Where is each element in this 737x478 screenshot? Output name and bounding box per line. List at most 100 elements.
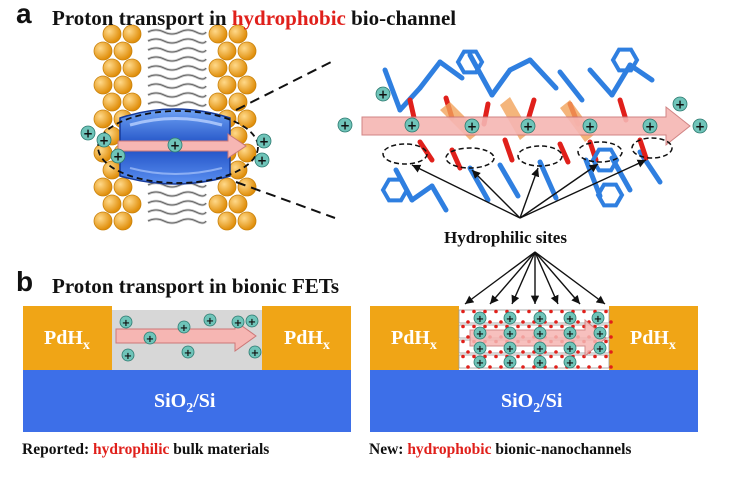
proton: + bbox=[254, 152, 270, 168]
proton: + bbox=[256, 133, 272, 149]
lipid-head bbox=[102, 58, 122, 78]
proton-ball bbox=[404, 117, 420, 133]
proton: + bbox=[520, 118, 536, 134]
hydrophilic-site-dot bbox=[483, 324, 487, 329]
lipid-tail-outline bbox=[147, 191, 207, 197]
panel-a-letter: a bbox=[16, 0, 32, 29]
lipid-tail-outline bbox=[147, 209, 207, 215]
hydrophilic-site-dot bbox=[609, 350, 613, 354]
panel-a-title-suffix: bio-channel bbox=[345, 6, 457, 30]
right-electrode-source bbox=[370, 306, 459, 370]
proton: + bbox=[203, 313, 217, 327]
proton-ball bbox=[503, 355, 517, 369]
proton-symbol: + bbox=[122, 318, 130, 329]
proton-ball bbox=[256, 133, 272, 149]
proton-ball bbox=[119, 315, 133, 329]
proton-ball bbox=[181, 345, 195, 359]
hydrophilic-site-dot bbox=[488, 365, 492, 369]
aromatic-ring bbox=[380, 177, 410, 203]
caption-left: Reported: hydrophilic bulk materials bbox=[22, 441, 269, 459]
residue-stick bbox=[437, 59, 465, 81]
proton-ball bbox=[473, 355, 487, 369]
proton-ball bbox=[110, 148, 126, 164]
lipid-tail-outline bbox=[147, 29, 207, 35]
proton-symbol: + bbox=[506, 344, 514, 355]
left-substrate bbox=[23, 370, 351, 432]
proton-ball bbox=[177, 320, 191, 334]
hydrophilic-site-ellipses bbox=[382, 137, 673, 169]
proton: + bbox=[533, 341, 547, 355]
lipid-head bbox=[208, 58, 228, 78]
proton: + bbox=[533, 311, 547, 325]
residue-stick bbox=[583, 157, 603, 199]
hydrophilic-site-dot bbox=[527, 324, 531, 329]
hydrophilic-site-dot bbox=[554, 365, 558, 369]
hydrophilic-site-dot bbox=[494, 309, 498, 314]
substrate-prefix: SiO bbox=[154, 390, 187, 412]
hydrophilic-site-dot bbox=[488, 350, 492, 354]
nanochannel-site-arrows bbox=[464, 251, 606, 305]
proton-symbol: + bbox=[146, 334, 154, 345]
zoom-region-ellipse bbox=[97, 110, 259, 184]
proton-symbol: + bbox=[234, 318, 242, 329]
hydrophilic-site-dot bbox=[549, 324, 553, 329]
proton-symbol: + bbox=[113, 150, 123, 164]
hydrophilic-site-dot bbox=[521, 320, 525, 324]
substrate-label: SiO2/Si bbox=[154, 390, 216, 417]
proton-symbol: + bbox=[257, 154, 267, 168]
lipid-head bbox=[217, 41, 237, 61]
proton-ball bbox=[375, 86, 391, 102]
proton-ball bbox=[245, 314, 259, 328]
electrode-symbol: PdH bbox=[630, 327, 669, 349]
proton-symbol: + bbox=[585, 120, 595, 134]
lipid-tail-outline bbox=[147, 56, 207, 62]
proton-symbol: + bbox=[594, 314, 602, 325]
electrode-subscript: x bbox=[429, 338, 437, 353]
electrode-label: PdHx bbox=[391, 327, 437, 354]
proton-ball bbox=[533, 326, 547, 340]
electrode-symbol: PdH bbox=[44, 327, 83, 349]
proton: + bbox=[181, 345, 195, 359]
zoom-line-bottom bbox=[235, 181, 336, 219]
proton-ball bbox=[593, 326, 607, 340]
lipid-head bbox=[93, 41, 113, 61]
zoom-line-top bbox=[235, 59, 336, 111]
proton-ball bbox=[143, 331, 157, 345]
aromatic-ring bbox=[610, 47, 640, 73]
aromatic-ring bbox=[455, 49, 485, 75]
electrode-subscript: x bbox=[82, 338, 90, 353]
proton-symbol: + bbox=[566, 358, 574, 369]
hydrophilic-site-dot bbox=[609, 320, 613, 324]
panel-b-title: Proton transport in bionic FETs bbox=[52, 274, 340, 298]
lipid-head bbox=[102, 92, 122, 112]
hydrophilic-site-dot bbox=[521, 350, 525, 354]
hydrophilic-site-dot bbox=[494, 354, 498, 359]
hydrophilic-site-dot bbox=[604, 339, 608, 344]
proton-symbol: + bbox=[476, 314, 484, 325]
proton-ball bbox=[520, 118, 536, 134]
electrode-subscript: x bbox=[322, 338, 330, 353]
proton-symbol: + bbox=[407, 119, 417, 133]
lipid-head bbox=[102, 24, 122, 44]
caption-right-prefix: New: bbox=[369, 441, 408, 458]
residue-stick bbox=[467, 52, 495, 98]
proton-ball bbox=[473, 326, 487, 340]
proton: + bbox=[337, 117, 353, 133]
caption-right-highlight: hydrophobic bbox=[407, 441, 492, 458]
electrode-subscript: x bbox=[668, 338, 676, 353]
proton-symbol: + bbox=[378, 88, 388, 102]
proton: + bbox=[464, 118, 480, 134]
hydrophilic-site-dot bbox=[461, 339, 465, 344]
lipid-tail-outline bbox=[147, 218, 207, 224]
proton: + bbox=[231, 315, 245, 329]
panel-a-title-highlight: hydrophobic bbox=[231, 6, 346, 30]
proton: + bbox=[503, 341, 517, 355]
proton: + bbox=[80, 125, 96, 141]
hydrophilic-site-dot bbox=[598, 365, 602, 369]
proton-symbol: + bbox=[536, 344, 544, 355]
proton-ball bbox=[563, 355, 577, 369]
proton: + bbox=[563, 326, 577, 340]
lipid-head bbox=[237, 75, 257, 95]
hydrophilic-site-dot bbox=[609, 365, 613, 369]
residue-stick bbox=[557, 141, 571, 165]
